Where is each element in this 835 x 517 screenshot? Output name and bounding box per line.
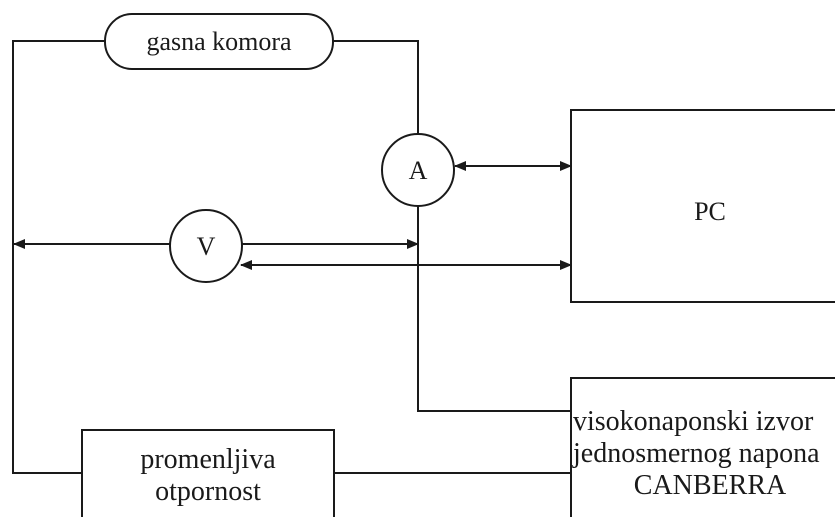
variable-resistor-line-1: promenljiva	[140, 444, 276, 475]
hv-source-line-3: CANBERRA	[634, 470, 787, 501]
voltmeter-node: V	[169, 209, 243, 283]
gas-chamber-label: gasna komora	[146, 27, 292, 56]
wires	[12, 40, 571, 474]
ammeter-node: A	[381, 133, 455, 207]
hv-source-line-2: jednosmernog napona	[572, 438, 820, 469]
signal-arrows	[13, 161, 572, 270]
wire-chamber-to-ammeter	[333, 40, 419, 142]
voltmeter-label: V	[197, 232, 216, 261]
variable-resistor-line-2: otpornost	[155, 476, 261, 507]
pc-node: PC	[570, 109, 835, 303]
pc-label: PC	[694, 197, 726, 226]
wire-left-loop	[12, 40, 105, 474]
wire-ammeter-to-hv-source	[417, 198, 571, 412]
hv-source-line-1: visokonaponski izvor	[573, 406, 814, 437]
hv-source-node: visokonaponski izvor jednosmernog napona…	[570, 377, 835, 517]
variable-resistor-node: promenljiva otpornost	[81, 429, 335, 517]
gas-chamber-node: gasna komora	[104, 13, 334, 70]
ammeter-label: A	[409, 156, 428, 185]
